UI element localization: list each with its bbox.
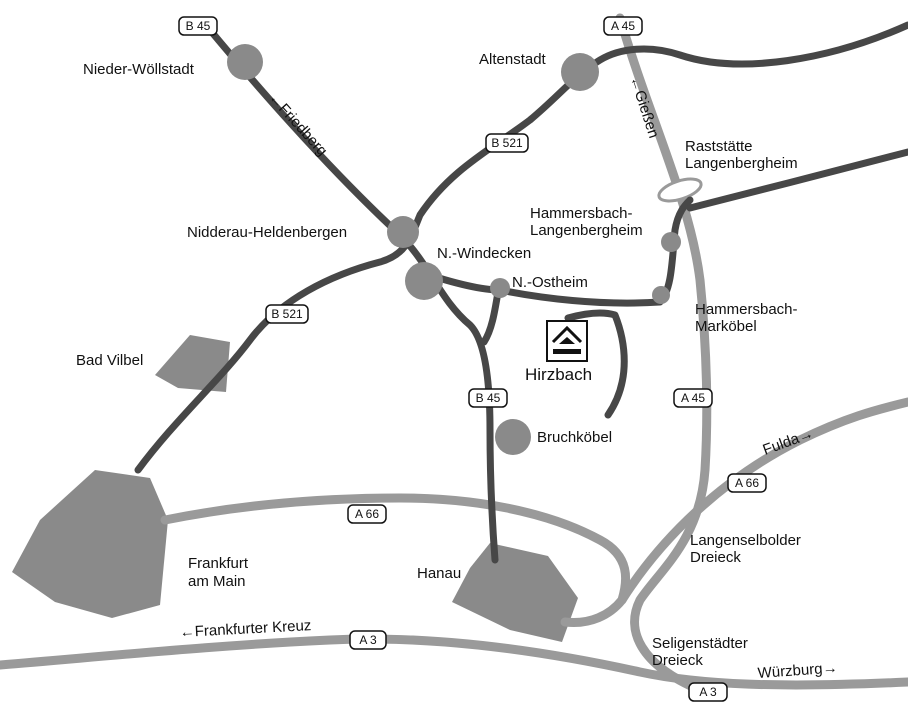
label-raststaette-2: Langenbergheim — [685, 155, 798, 172]
label-seligenstaedter-2: Dreieck — [652, 652, 703, 669]
shield-a3-left: A 3 — [349, 630, 387, 650]
shield-b45-top: B 45 — [178, 16, 218, 36]
label-bad-vilbel: Bad Vilbel — [76, 352, 143, 369]
hanau-autobahn-link — [560, 595, 627, 628]
direction-giessen: ←Gießen — [626, 74, 662, 140]
shield-b45-mid: B 45 — [468, 388, 508, 408]
label-frankfurt-2: am Main — [188, 573, 246, 590]
frankfurt-area — [12, 470, 168, 618]
label-n-windecken: N.-Windecken — [437, 245, 531, 262]
shield-a45-mid-label: A 45 — [681, 391, 705, 405]
shield-b45-top-label: B 45 — [186, 19, 211, 33]
hammersbach-mk-circle — [652, 286, 670, 304]
a66-west-road — [160, 493, 631, 605]
n-ostheim-circle — [490, 278, 510, 298]
direction-fulda: Fulda→ — [761, 425, 816, 459]
bad-vilbel-area — [155, 335, 230, 392]
label-bruchkoebel: Bruchköbel — [537, 429, 612, 446]
label-seligenstaedter-1: Seligenstädter — [652, 635, 748, 652]
hammersbach-lb-circle — [661, 232, 681, 252]
label-raststaette-1: Raststätte — [685, 138, 753, 155]
shield-a66-right: A 66 — [727, 473, 767, 493]
a45-road — [615, 13, 712, 695]
shield-b521-left-label: B 521 — [271, 307, 303, 321]
a66-east-road — [617, 397, 908, 605]
a3-road — [0, 634, 908, 690]
label-altenstadt: Altenstadt — [479, 51, 547, 68]
hanau-area — [452, 543, 578, 642]
direction-wuerzburg: Würzburg→ — [757, 659, 838, 682]
shield-a45-top: A 45 — [603, 16, 643, 36]
label-nieder-woellstadt: Nieder-Wöllstadt — [83, 61, 195, 78]
shield-a3-right: A 3 — [688, 682, 728, 702]
label-hammersbach-lb-2: Langenbergheim — [530, 222, 643, 239]
nieder-woellstadt-circle — [227, 44, 263, 80]
shield-a66-left-label: A 66 — [355, 507, 379, 521]
raststaette-marker — [657, 177, 703, 203]
b521-road — [134, 21, 908, 474]
b45-road — [206, 26, 499, 564]
label-nidderau: Nidderau-Heldenbergen — [187, 224, 347, 241]
label-langenselbolder-1: Langenselbolder — [690, 532, 801, 549]
hirzbach-road — [564, 309, 628, 419]
ostheim-road — [416, 196, 694, 307]
label-hirzbach: Hirzbach — [525, 365, 592, 384]
label-langenselbolder-2: Dreieck — [690, 549, 741, 566]
nidderau-circle — [387, 216, 419, 248]
ostheim-spur-road — [480, 288, 502, 346]
label-n-ostheim: N.-Ostheim — [512, 274, 588, 291]
shield-a45-mid: A 45 — [673, 388, 713, 408]
label-hammersbach-mk-2: Marköbel — [695, 318, 757, 335]
raststaette-road — [686, 148, 908, 212]
house-marker-icon — [546, 320, 588, 362]
label-frankfurt-1: Frankfurt — [188, 555, 249, 572]
shield-b521-left: B 521 — [265, 304, 309, 324]
label-hammersbach-lb-1: Hammersbach- — [530, 205, 633, 222]
shield-b45-mid-label: B 45 — [476, 391, 501, 405]
bruchkoebel-circle — [495, 419, 531, 455]
direction-frankfurter-kreuz: ←Frankfurter Kreuz — [179, 617, 311, 641]
shield-a66-left: A 66 — [347, 504, 387, 524]
shield-a3-left-label: A 3 — [359, 633, 377, 647]
direction-friedberg: ←Friedberg — [265, 89, 331, 159]
autobahn-roads — [0, 13, 908, 695]
shield-b521-top: B 521 — [485, 133, 529, 153]
shield-a66-right-label: A 66 — [735, 476, 759, 490]
label-hanau: Hanau — [417, 565, 461, 582]
town-circles — [227, 44, 681, 455]
federal-roads — [134, 21, 908, 564]
shield-b521-top-label: B 521 — [491, 136, 523, 150]
shield-a45-top-label: A 45 — [611, 19, 635, 33]
label-hammersbach-mk-1: Hammersbach- — [695, 301, 798, 318]
shield-a3-right-label: A 3 — [699, 685, 717, 699]
n-windecken-circle — [405, 262, 443, 300]
altenstadt-circle — [561, 53, 599, 91]
